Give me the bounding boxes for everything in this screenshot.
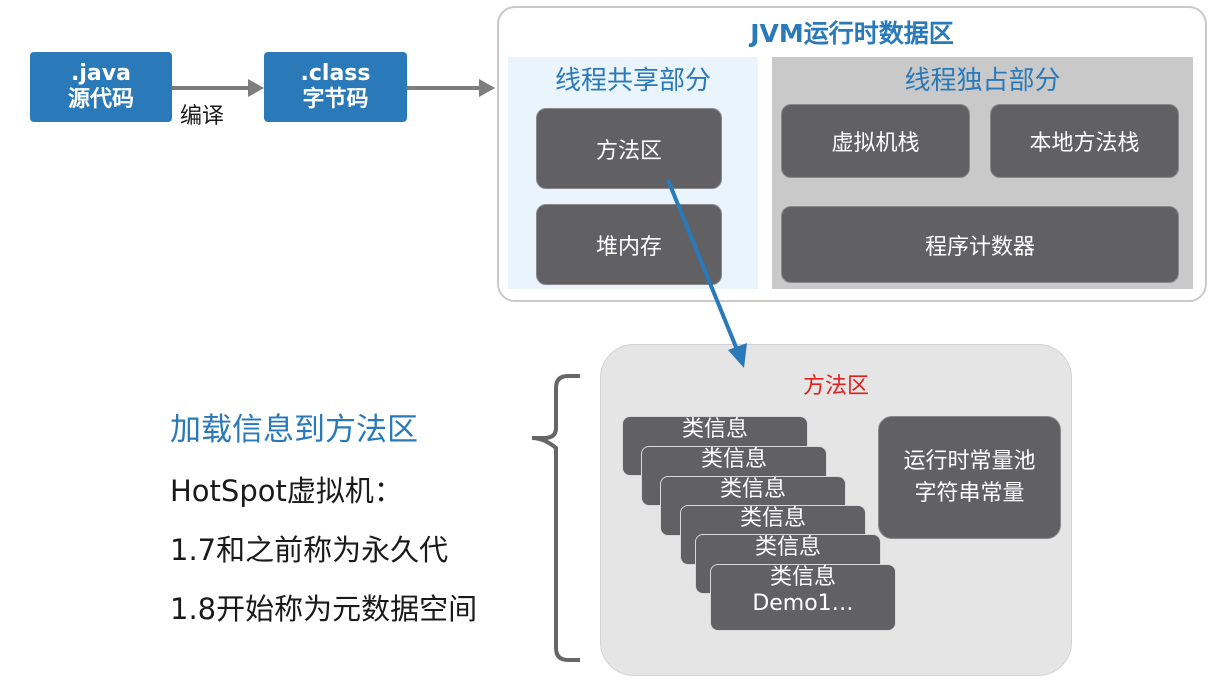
class-info-demo-label: Demo1… xyxy=(752,591,854,616)
jvm-title: JVM运行时数据区 xyxy=(750,19,954,48)
curly-bracket xyxy=(531,374,580,662)
class-info-label: 类信息 xyxy=(719,477,786,502)
private-region-title: 线程独占部分 xyxy=(904,66,1061,96)
compile-arrow-line xyxy=(172,86,250,90)
constant-pool-label: 运行时常量池 xyxy=(903,448,1036,474)
heap-box: 堆内存 xyxy=(536,204,722,285)
string-constants-label: 字符串常量 xyxy=(914,480,1025,506)
runtime-constant-pool-box: 运行时常量池 字符串常量 xyxy=(878,416,1061,539)
class-ext: .class xyxy=(300,61,371,86)
load-arrow-head xyxy=(479,79,495,97)
vm-stack-box: 虚拟机栈 xyxy=(781,104,970,178)
class-info-label: 类信息 xyxy=(739,506,806,531)
notes-line-metaspace: 1.8开始称为元数据空间 xyxy=(170,592,478,626)
load-arrow-line xyxy=(407,86,481,90)
class-bytecode-box: .class 字节码 xyxy=(264,52,407,122)
method-area-detail-title: 方法区 xyxy=(802,374,869,399)
class-info-label: 类信息 xyxy=(700,447,767,472)
java-source-box: .java 源代码 xyxy=(30,52,172,122)
compile-arrow-head xyxy=(248,79,264,97)
notes-line-hotspot: HotSpot虚拟机： xyxy=(170,474,403,508)
class-info-label: 类信息 xyxy=(769,565,836,590)
java-source-label: 源代码 xyxy=(67,87,134,112)
arrow-shaft xyxy=(666,179,740,353)
class-info-card-6: 类信息 Demo1… xyxy=(710,564,896,631)
notes-line-permgen: 1.7和之前称为永久代 xyxy=(170,533,449,567)
method-area-box: 方法区 xyxy=(536,108,722,189)
bracket-path xyxy=(531,374,580,662)
compile-label: 编译 xyxy=(180,104,225,129)
java-source-ext: .java xyxy=(71,61,131,86)
native-stack-box: 本地方法栈 xyxy=(990,104,1179,178)
class-info-label: 类信息 xyxy=(681,417,748,442)
class-label: 字节码 xyxy=(302,87,369,112)
arrow-head xyxy=(728,343,747,368)
notes-heading: 加载信息到方法区 xyxy=(170,412,418,448)
program-counter-box: 程序计数器 xyxy=(781,206,1179,283)
class-info-label: 类信息 xyxy=(754,535,821,560)
shared-region-title: 线程共享部分 xyxy=(554,66,711,96)
